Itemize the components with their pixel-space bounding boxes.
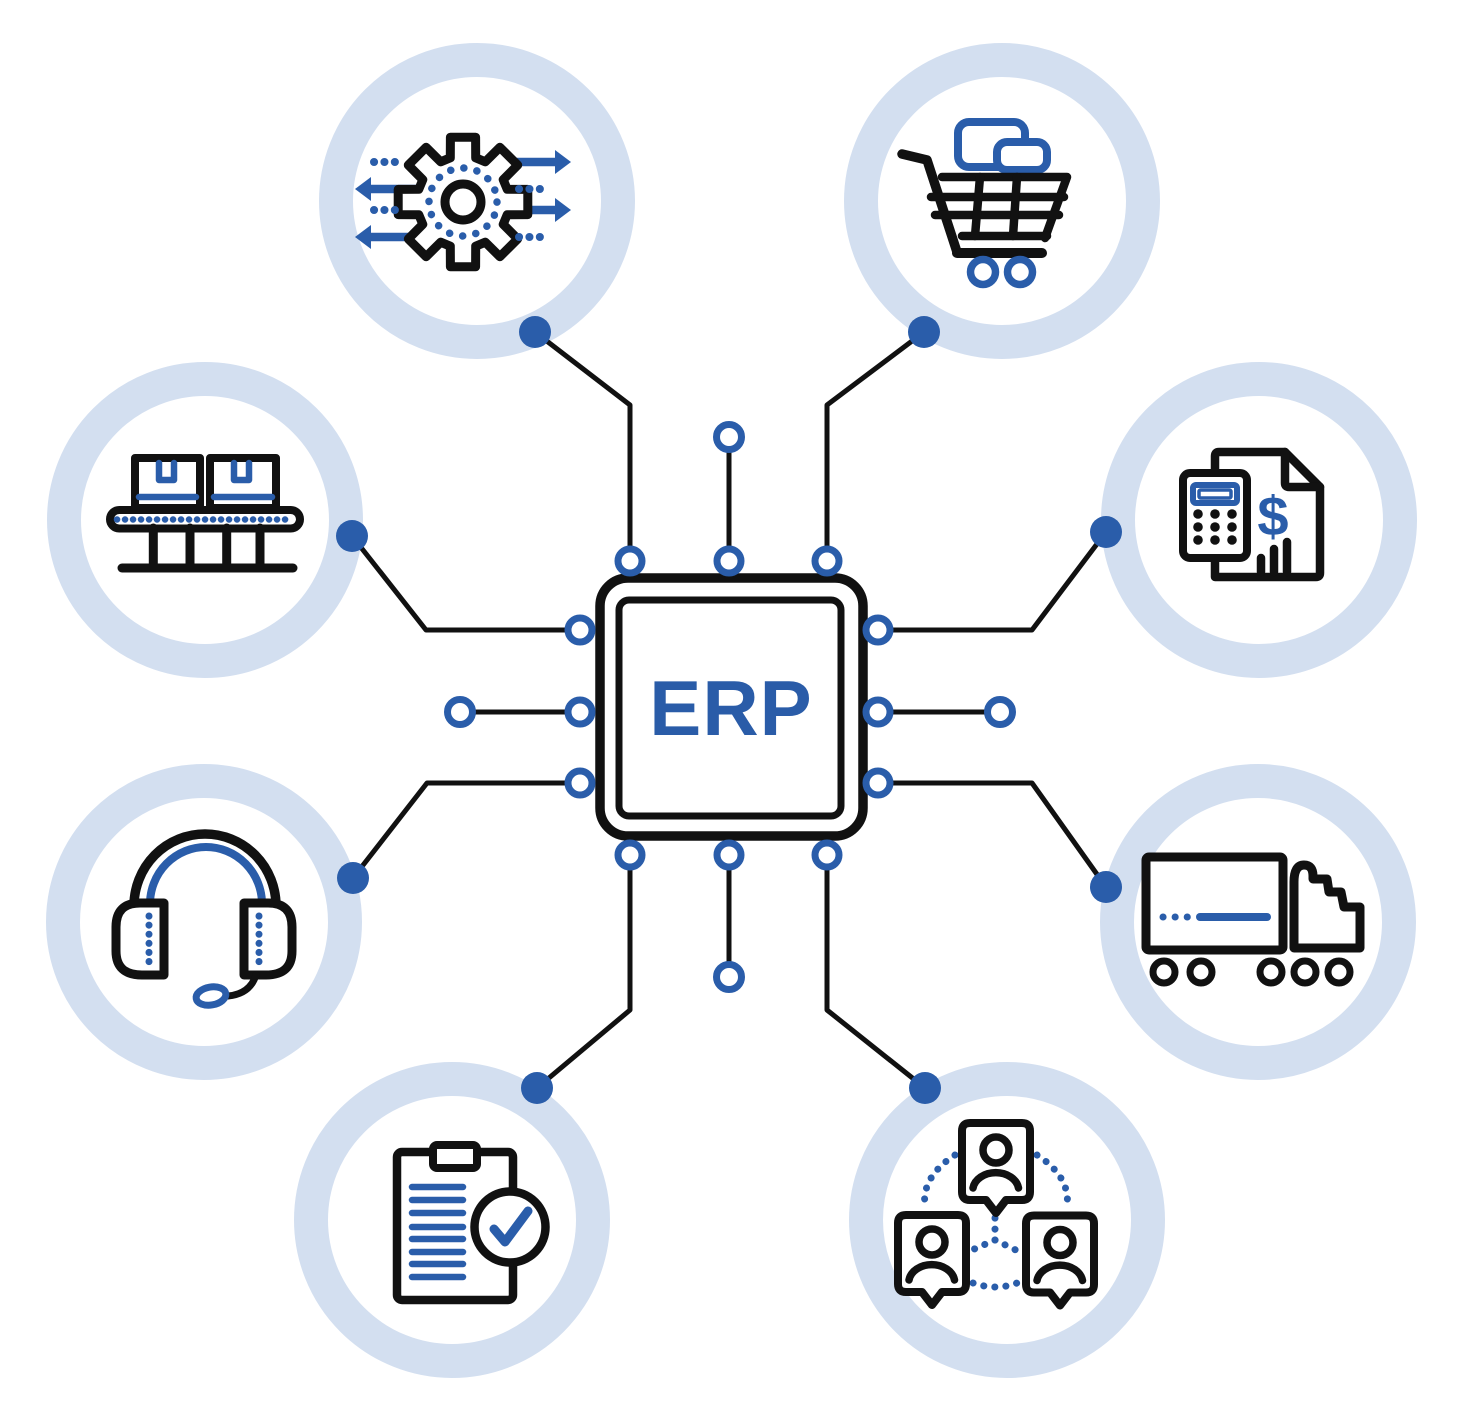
chip-pins: [564, 545, 894, 871]
calculator-buttons: [1193, 509, 1237, 545]
ear-cup-left: [111, 898, 169, 980]
terminal: [984, 696, 1016, 728]
node-rings: [46, 43, 1417, 1378]
person-card-right: [1026, 1216, 1094, 1306]
person-card-top: [962, 1123, 1030, 1213]
wheel: [1290, 957, 1320, 987]
ring-gear: [319, 43, 635, 359]
ear-cup-right: [239, 898, 297, 980]
calculator-invoice-icon: $: [1179, 447, 1325, 582]
pin: [564, 767, 596, 799]
node-dot: [1090, 516, 1122, 548]
mic-boom: [224, 971, 260, 1000]
conveyor-boxes-icon: [106, 454, 304, 573]
ring-conveyor: [47, 362, 363, 678]
sheet-fold: [1280, 447, 1325, 492]
headset-support-icon: [111, 829, 297, 1009]
person-card-left: [898, 1215, 966, 1305]
wheel: [1324, 957, 1354, 987]
wire-end-terminals: [444, 421, 1016, 993]
cart-wheel: [966, 255, 1000, 289]
wheel: [1149, 957, 1179, 987]
pin: [614, 545, 646, 577]
checklist-lines: [408, 1183, 467, 1281]
ring-clipboard: [294, 1062, 610, 1378]
dollar-sign: $: [1257, 485, 1288, 548]
ring-cart: [844, 43, 1160, 359]
erp-chip: ERP: [595, 573, 868, 841]
pin: [811, 545, 843, 577]
mic: [192, 983, 230, 1009]
pin: [811, 839, 843, 871]
package-right: [993, 138, 1051, 174]
node-dot: [521, 1072, 553, 1104]
node-dot: [909, 1072, 941, 1104]
pin: [564, 614, 596, 646]
ring-truck: [1100, 764, 1416, 1080]
clipboard-clip: [429, 1141, 481, 1172]
shopping-cart-icon: [897, 118, 1072, 289]
clipboard-check-icon: [392, 1141, 550, 1305]
pin: [862, 767, 894, 799]
pin: [564, 696, 596, 728]
pin: [713, 545, 745, 577]
pin: [862, 614, 894, 646]
cart-handle: [897, 149, 962, 257]
truck-cab: [1289, 860, 1365, 953]
check-mark: [489, 1206, 533, 1247]
cart-wheel: [1003, 255, 1037, 289]
pin: [713, 839, 745, 871]
terminal: [713, 961, 745, 993]
headband: [129, 829, 281, 911]
headband-inner: [146, 843, 266, 908]
terminal: [444, 696, 476, 728]
ring-people: [849, 1062, 1165, 1378]
truck-logistics-icon: [1141, 852, 1365, 987]
wheel: [1256, 957, 1286, 987]
connector-wires: [349, 329, 1109, 1091]
network-dotted-links: [921, 1151, 1071, 1291]
node-dot: [337, 862, 369, 894]
gear-dotted-ring: [425, 164, 501, 240]
terminal: [713, 421, 745, 453]
gear-hub: [440, 179, 486, 225]
wheel: [1186, 957, 1216, 987]
ring-headset: [46, 764, 362, 1080]
node-dot: [336, 520, 368, 552]
chip-inner-frame: [615, 596, 845, 820]
gear-process-arrows-icon: [355, 132, 571, 272]
node-dot: [908, 316, 940, 348]
check-circle: [470, 1187, 550, 1267]
node-connection-dots: [336, 316, 1122, 1104]
pin: [614, 839, 646, 871]
node-dot: [1090, 871, 1122, 903]
people-network-icon: [898, 1123, 1094, 1306]
pin: [862, 696, 894, 728]
trailer: [1141, 852, 1288, 955]
node-dot: [519, 316, 551, 348]
erp-label: ERP: [649, 664, 812, 752]
ring-finance: [1101, 362, 1417, 678]
